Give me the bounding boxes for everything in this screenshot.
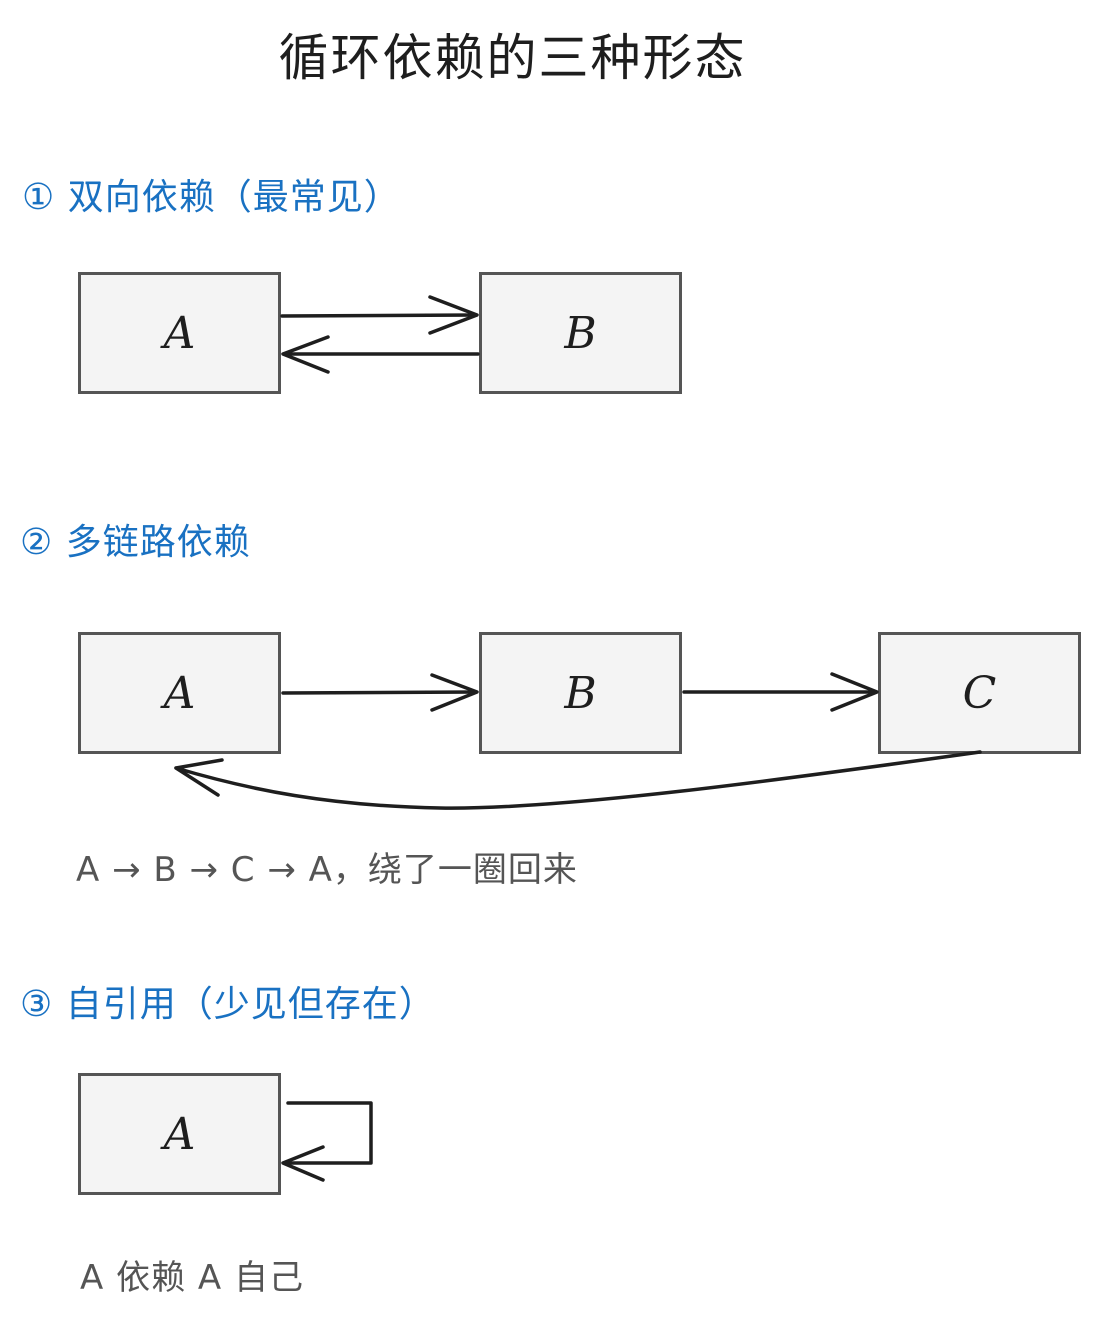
arrowhead-a-to-b-chain bbox=[430, 673, 479, 712]
section-2-node-b: B bbox=[479, 632, 682, 754]
section-3-heading: ③ 自引用（少见但存在） bbox=[20, 984, 436, 1025]
section-3-note: A 依赖 A 自己 bbox=[80, 1258, 304, 1298]
section-2-node-a: A bbox=[78, 632, 281, 754]
section-2-note: A → B → C → A，绕了一圈回来 bbox=[76, 850, 578, 890]
section-1-heading: ① 双向依赖（最常见） bbox=[22, 177, 401, 218]
arrow-a-to-b-chain bbox=[281, 690, 478, 695]
node-label: B bbox=[564, 307, 597, 359]
section-1-node-b: B bbox=[479, 272, 682, 394]
node-label: C bbox=[962, 667, 997, 719]
section-2-heading: ② 多链路依赖 bbox=[20, 522, 251, 563]
arrowhead-a-to-b bbox=[428, 295, 479, 335]
node-label: B bbox=[564, 667, 597, 719]
node-label: A bbox=[163, 1108, 196, 1160]
diagram-title: 循环依赖的三种形态 bbox=[278, 29, 747, 87]
arrowhead-b-to-a bbox=[281, 335, 330, 374]
node-label: A bbox=[163, 667, 196, 719]
arrow-a-to-b bbox=[280, 313, 478, 318]
arrowhead-self-loop bbox=[281, 1145, 325, 1182]
arrowhead-b-to-c-chain bbox=[830, 672, 879, 712]
section-1-node-a: A bbox=[78, 272, 281, 394]
arrow-self-loop bbox=[282, 1101, 373, 1165]
arrow-c-to-a-return bbox=[174, 750, 982, 810]
node-label: A bbox=[163, 307, 196, 359]
section-3-node-a: A bbox=[78, 1073, 281, 1195]
section-2-node-c: C bbox=[878, 632, 1081, 754]
arrowhead-c-to-a-return bbox=[174, 758, 224, 797]
